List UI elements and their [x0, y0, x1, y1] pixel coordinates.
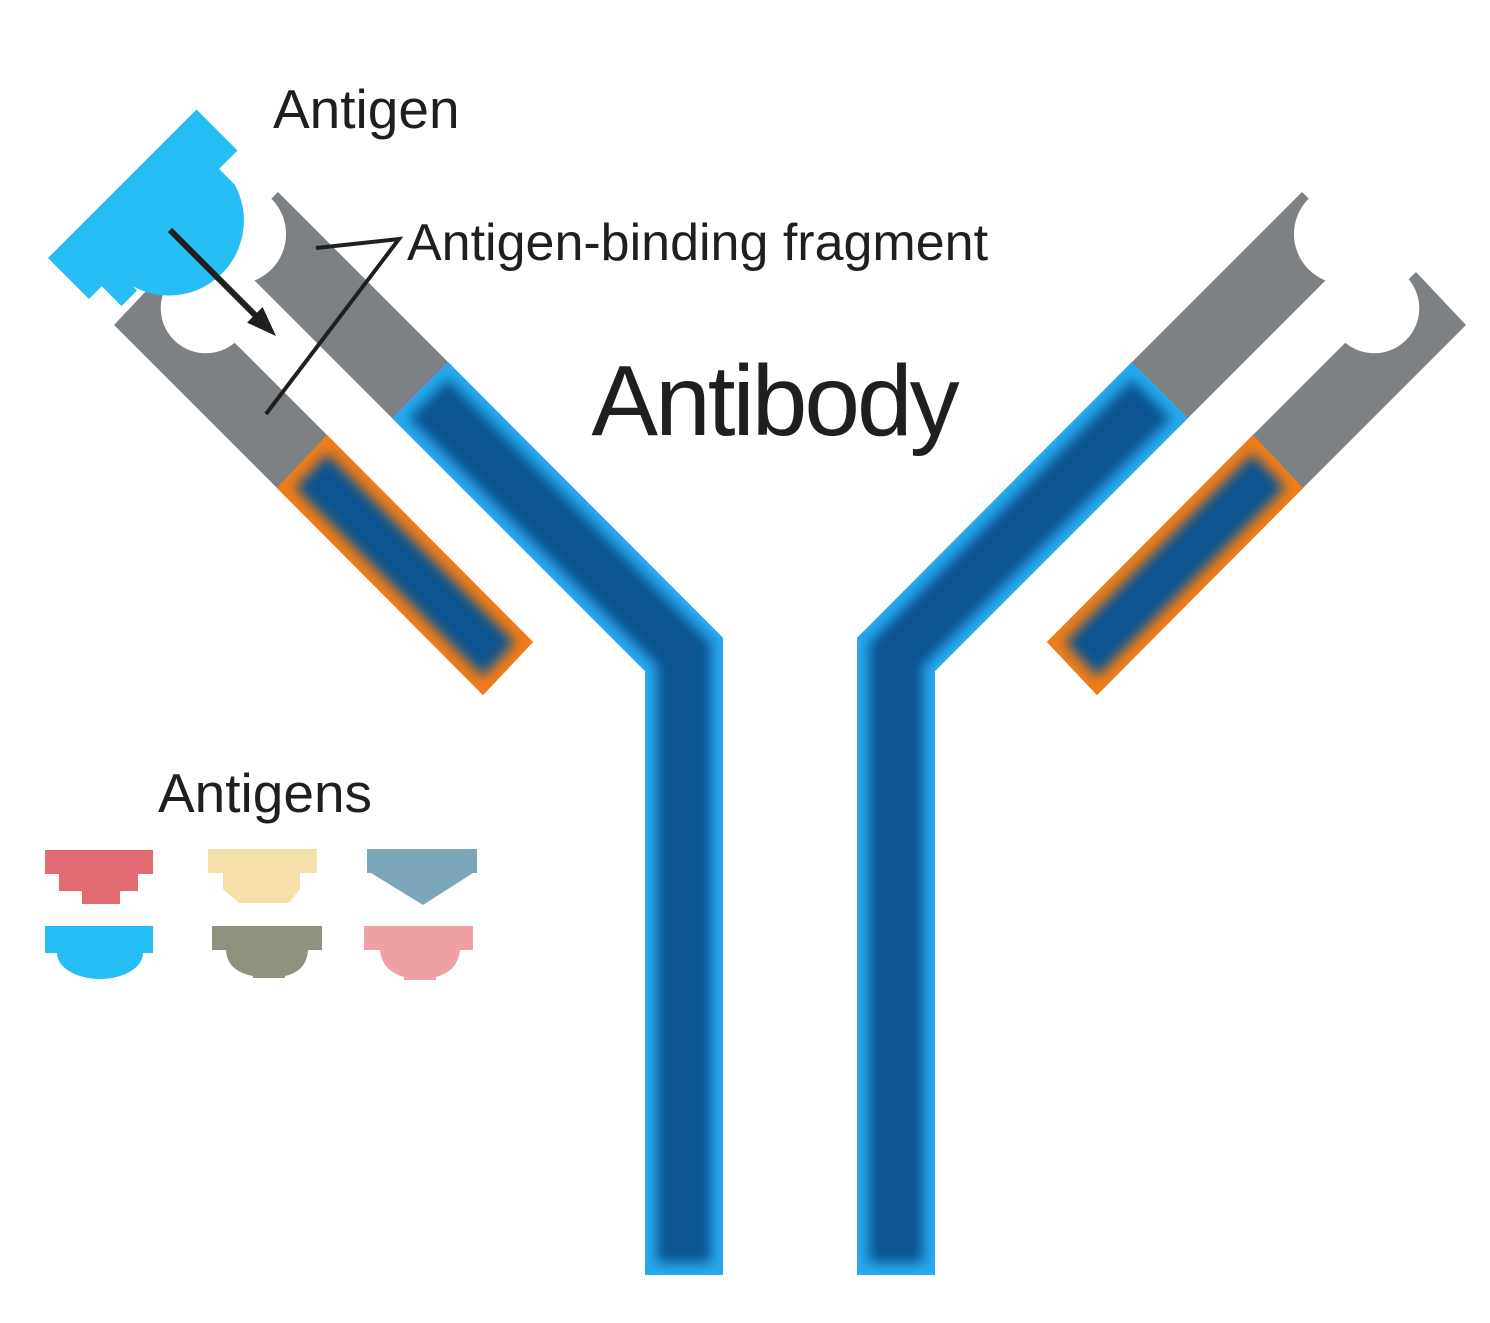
- heavy-chain-right: [857, 362, 1188, 1275]
- antigen-scalloped-icon: [364, 926, 473, 980]
- antigens-legend: Antigens: [45, 762, 477, 980]
- antigen-arrowhead-icon: [247, 307, 276, 336]
- heavy-chain-right-edge: [857, 362, 1188, 1275]
- label-antibody: Antibody: [591, 345, 959, 457]
- heavy-chain-left-core: [392, 362, 723, 1275]
- heavy-chain-right-core: [857, 362, 1188, 1275]
- antigen-plinth-icon: [212, 926, 322, 978]
- fragment-leader-lines: [264, 236, 404, 416]
- label-antigen: Antigen: [273, 78, 460, 140]
- antigen-dome-icon: [45, 926, 153, 979]
- heavy-chain-left-edge: [392, 362, 723, 1275]
- fab-tip-left-light: [114, 272, 327, 488]
- antigen-arrow-shaft: [167, 227, 259, 319]
- fab-tip-right-heavy: [1132, 192, 1326, 418]
- antigen-chamfered-icon: [208, 849, 317, 903]
- heavy-chain-left: [392, 362, 723, 1275]
- antigen-pointed-icon: [367, 849, 477, 905]
- label-antigen-binding-fragment: Antigen-binding fragment: [407, 214, 989, 272]
- antigen-arrow: [167, 227, 276, 336]
- antigen-stepped-icon: [45, 850, 153, 904]
- fab-tip-right-light: [1253, 272, 1466, 488]
- label-antigens: Antigens: [158, 762, 372, 824]
- light-chain-right-core: [1047, 435, 1303, 695]
- light-chain-left-core: [277, 435, 533, 695]
